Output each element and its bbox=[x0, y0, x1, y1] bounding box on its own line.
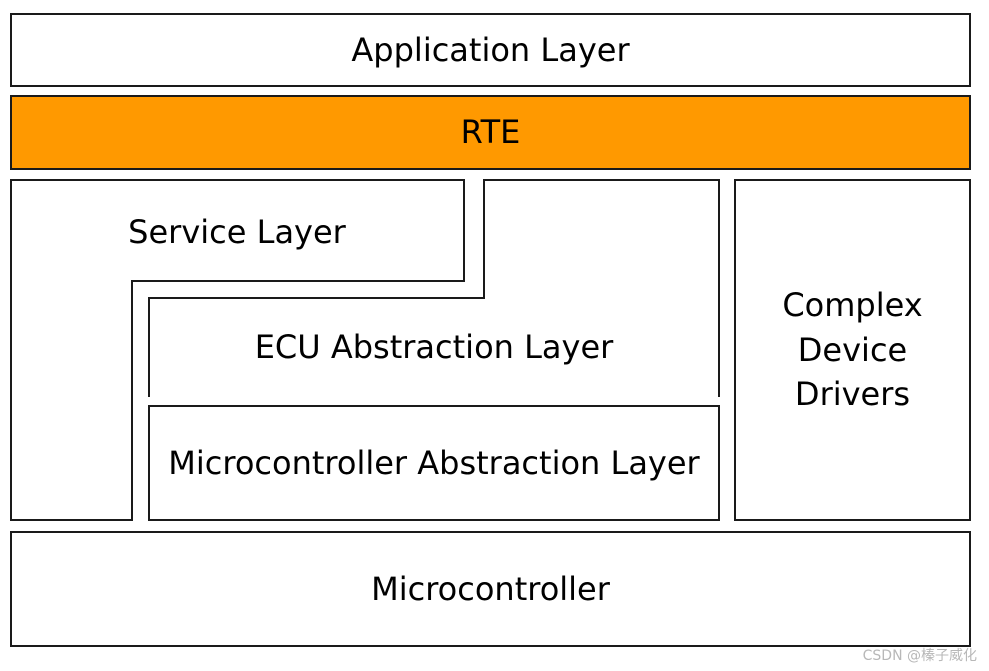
application-layer-box: Application Layer bbox=[10, 13, 971, 87]
service-layer-label: Service Layer bbox=[128, 213, 346, 251]
ecu-abstraction-layer-label: ECU Abstraction Layer bbox=[254, 328, 614, 366]
mcal-layer-label: Microcontroller Abstraction Layer bbox=[168, 443, 700, 482]
complex-drivers-line-1: Complex bbox=[782, 285, 923, 324]
rte-layer-box: RTE bbox=[10, 95, 971, 170]
microcontroller-box: Microcontroller bbox=[10, 531, 971, 647]
rte-layer-label: RTE bbox=[460, 113, 521, 152]
complex-drivers-line-2: Device bbox=[797, 330, 908, 369]
complex-device-drivers-box: Complex Device Drivers bbox=[734, 179, 971, 521]
mcal-layer-box: Microcontroller Abstraction Layer bbox=[148, 405, 720, 521]
application-layer-label: Application Layer bbox=[351, 30, 630, 69]
watermark: CSDN @榛子威化 bbox=[862, 648, 977, 664]
complex-drivers-line-3: Drivers bbox=[794, 375, 911, 414]
microcontroller-label: Microcontroller bbox=[371, 569, 610, 608]
